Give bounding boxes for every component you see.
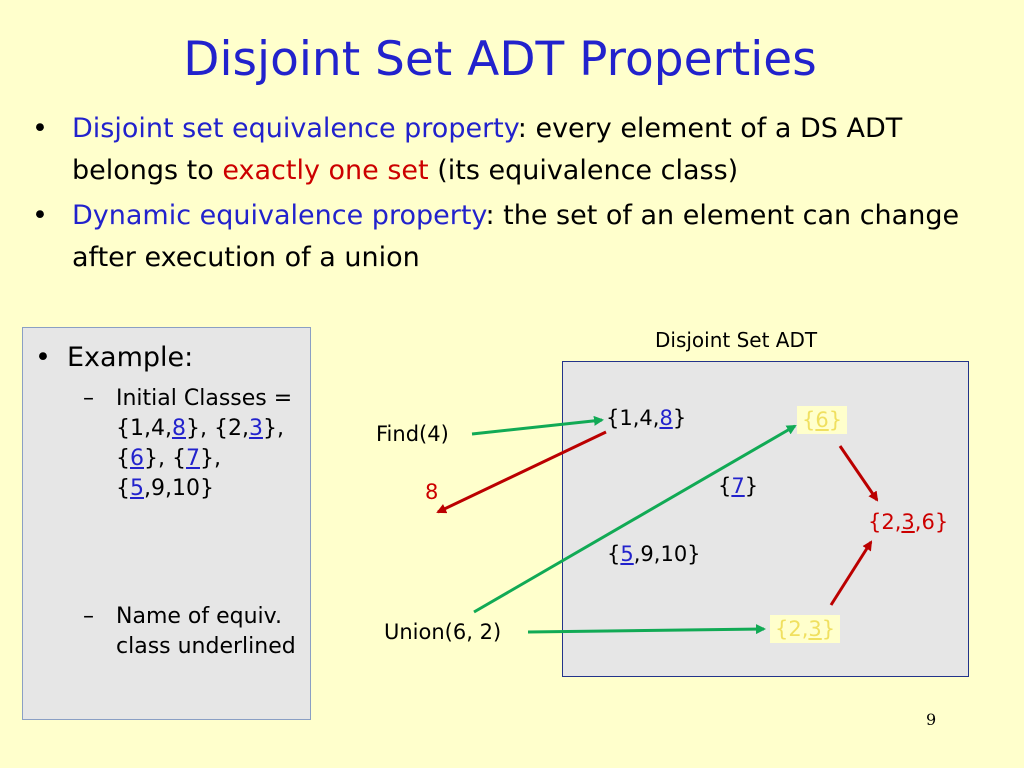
- class-name-underlined: 5: [130, 476, 144, 501]
- dash-icon: –: [83, 604, 94, 629]
- union-label: Union(6, 2): [384, 620, 502, 644]
- example-heading: Example:: [67, 342, 194, 373]
- set-1-4-8: {1,4,8}: [606, 406, 687, 430]
- class-text: }, {2,: [185, 416, 249, 441]
- set-5-9-10: {5,9,10}: [607, 542, 701, 566]
- name-of-class-note: – Name of equiv. class underlined: [83, 602, 298, 662]
- merge-arrow-from-2-3: [829, 540, 873, 606]
- bullet-dynamic-property: • Dynamic equivalence property: the set …: [30, 195, 1005, 279]
- emph-exactly-one-set: exactly one set: [222, 155, 429, 186]
- find-label: Find(4): [376, 422, 449, 446]
- find-result-arrow: [436, 430, 607, 514]
- class-text: },: [199, 446, 221, 471]
- bullet-dot-icon: •: [35, 342, 51, 373]
- example-box: •Example: – Initial Classes = {1,4,8}, {…: [22, 327, 311, 720]
- page-number: 9: [926, 710, 937, 729]
- term-equivalence: Disjoint set equivalence property: [72, 113, 518, 144]
- set-2-3-before-union: {2,3}: [770, 615, 841, 643]
- name-of-class-text: Name of equiv. class underlined: [116, 604, 296, 659]
- find-result: 8: [425, 480, 439, 504]
- text-dynamic-rest: : the set of an element can change after…: [72, 200, 960, 273]
- class-text: },: [262, 416, 284, 441]
- disjoint-set-adt-label: Disjoint Set ADT: [655, 328, 818, 352]
- bullet-list: • Disjoint set equivalence property: eve…: [30, 108, 1005, 282]
- text-equivalence-post: (its equivalence class): [428, 155, 739, 186]
- bullet-equivalence-property: • Disjoint set equivalence property: eve…: [30, 108, 1005, 192]
- class-text: }, {: [144, 446, 186, 471]
- class-text: {: [116, 446, 130, 471]
- text-equivalence-pre: : every element of a DS ADT belongs to: [72, 113, 903, 186]
- term-dynamic: Dynamic equivalence property: [72, 200, 486, 231]
- set-2-3-6-merged: {2,3,6}: [868, 510, 949, 534]
- merge-arrow-from-6: [838, 445, 879, 502]
- class-name-underlined: 8: [171, 416, 186, 441]
- initial-classes-label: Initial Classes =: [116, 386, 293, 411]
- union-arrow-to-2-3: [527, 624, 766, 635]
- class-name-underlined: 7: [185, 446, 200, 471]
- class-text: {: [116, 476, 130, 501]
- slide-title: Disjoint Set ADT Properties: [183, 32, 817, 87]
- set-6-before-union: {6}: [797, 406, 848, 434]
- class-name-underlined: 3: [248, 416, 263, 441]
- class-name-underlined: 6: [130, 446, 144, 471]
- bullet-dot-icon: •: [32, 200, 48, 231]
- set-7: {7}: [718, 474, 759, 498]
- class-text: {1,4,: [116, 416, 172, 441]
- bullet-dot-icon: •: [32, 113, 48, 144]
- class-text: ,9,10}: [144, 476, 214, 501]
- dash-icon: –: [83, 386, 94, 411]
- initial-classes: – Initial Classes = {1,4,8}, {2,3}, {6},…: [83, 384, 298, 504]
- example-heading-row: • Example:: [31, 342, 193, 373]
- find-query-arrow: [471, 415, 604, 436]
- union-arrow-to-6: [473, 424, 797, 614]
